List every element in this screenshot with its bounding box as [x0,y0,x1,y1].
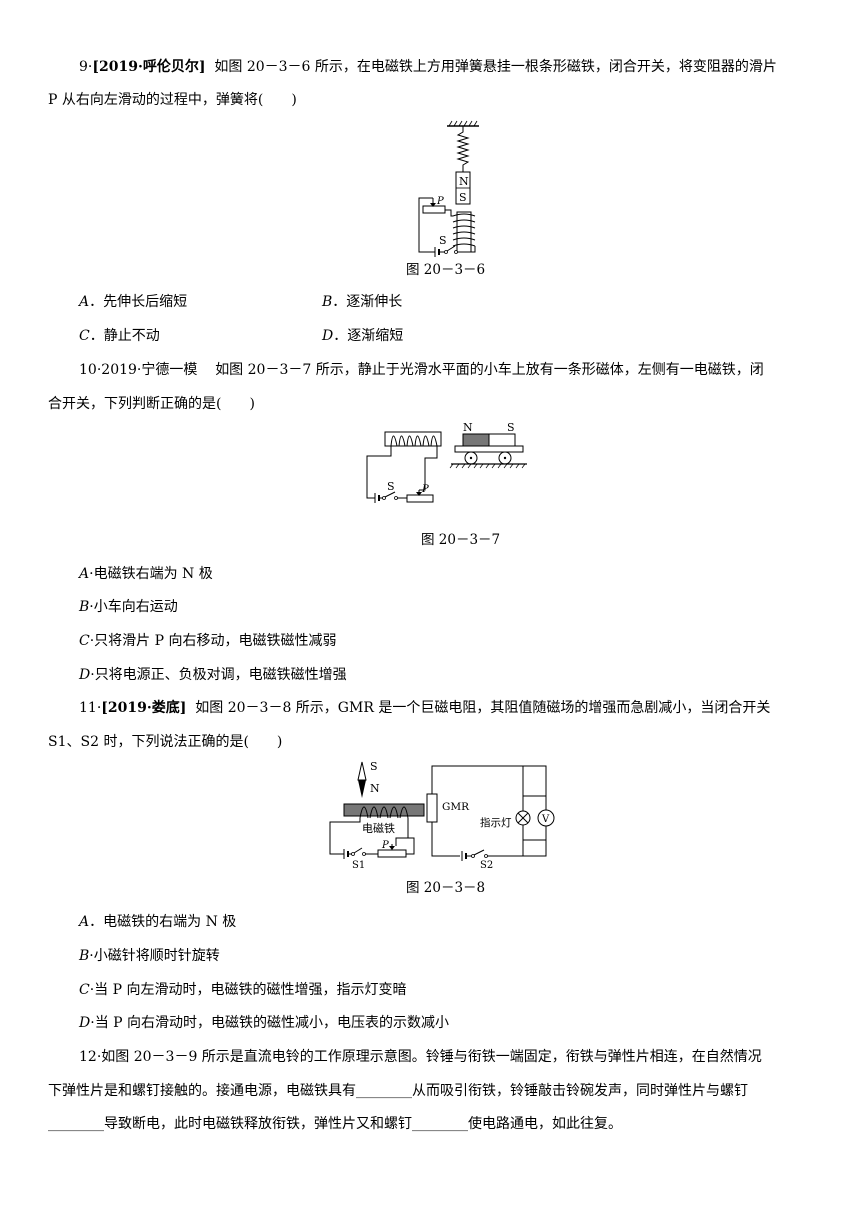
q11-number: 11 [79,700,97,716]
q10-option-b[interactable]: B·小车向右运动 [79,599,178,615]
q11-line1: 11·[2019·娄底] 如图 20－3－8 所示，GMR 是一个巨磁电阻，其阻… [79,700,771,716]
fig11-s2-label: S2 [480,860,493,870]
q10-number: 10 [79,362,97,378]
fig11-s1-label: S1 [352,860,365,870]
q10-line1: 10·2019·宁德一模 如图 20－3－7 所示，静止于光滑水平面的小车上放有… [79,362,764,378]
q12-text-1: 如图 20－3－9 所示是直流电铃的工作原理示意图。铃锤与衔铁一端固定，衔铁与弹… [101,1049,762,1065]
q12-number: 12 [79,1049,97,1065]
q9-number: 9 [79,59,88,75]
fig11-core-label: 电磁铁 [362,822,395,835]
figure-20-3-6: N S P S [418,120,479,257]
fig9-p-label: P [436,196,444,207]
q11-caption: 图 20－3－8 [406,880,486,896]
q10-option-d[interactable]: D·只将电源正、负极对调，电磁铁磁性增强 [79,667,347,683]
q10-line2: 合开关，下列判断正确的是( ) [48,396,255,412]
q9-option-d[interactable]: D．逐渐缩短 [322,328,404,344]
q9-line1: 9·[2019·呼伦贝尔] 如图 20－3－6 所示，在电磁铁上方用弹簧悬挂一根… [79,59,777,75]
q12-line3: ________导致断电，此时电磁铁释放衔铁，弹性片又和螺钉________使电… [48,1116,622,1132]
fig11-lamp-label: 指示灯 [480,816,512,829]
q11-source: [2019·娄底] [101,700,187,716]
q11-option-c[interactable]: C·当 P 向左滑动时，电磁铁的磁性增强，指示灯变暗 [79,982,407,998]
q10-caption: 图 20－3－7 [421,532,501,548]
fig11-p-label: P [381,840,389,851]
q11-line2: S1、S2 时，下列说法正确的是( ) [48,734,283,750]
q9-source: [2019·呼伦贝尔] [92,59,206,75]
q10-source: 2019·宁德一模 [101,362,198,378]
fig11-v-label: V [541,814,550,825]
q12-line1: 12·如图 20－3－9 所示是直流电铃的工作原理示意图。铃锤与衔铁一端固定，衔… [79,1049,762,1065]
fig9-switch-label: S [439,234,447,247]
fig10-s-label: S [507,421,515,434]
fig9-s-label: S [459,191,467,204]
q11-text-1: 如图 20－3－8 所示，GMR 是一个巨磁电阻，其阻值随磁场的增强而急剧减小，… [195,700,771,716]
q9-caption: 图 20－3－6 [406,262,486,278]
q12-line2: 下弹性片是和螺钉接触的。接通电源，电磁铁具有________从而吸引衔铁，铃锤敲… [48,1083,748,1099]
figure-20-3-7: S P N S [366,421,527,503]
q10-option-a[interactable]: A·电磁铁右端为 N 极 [79,566,213,582]
q10-option-c[interactable]: C·只将滑片 P 向右移动，电磁铁磁性减弱 [79,633,337,649]
q9-option-a[interactable]: A．先伸长后缩短 [79,294,188,310]
q9-option-c[interactable]: C．静止不动 [79,328,160,344]
fig10-n-label: N [463,421,473,434]
fig11-n-label: N [370,782,380,795]
q9-option-b[interactable]: B．逐渐伸长 [322,294,403,310]
q10-text-1: 如图 20－3－7 所示，静止于光滑水平面的小车上放有一条形磁体，左侧有一电磁铁… [215,362,764,378]
q9-line2: P 从右向左滑动的过程中，弹簧将( ) [48,92,297,108]
fig10-p-label: P [421,484,429,495]
fig9-n-label: N [459,175,469,188]
q9-text-1: 如图 20－3－6 所示，在电磁铁上方用弹簧悬挂一根条形磁铁，闭合开关，将变阻器… [214,59,777,75]
q11-option-d[interactable]: D·当 P 向右滑动时，电磁铁的磁性减小，电压表的示数减小 [79,1015,450,1031]
fig11-gmr-label: GMR [442,801,470,813]
fig11-s-label: S [370,760,378,773]
q11-option-b[interactable]: B·小磁针将顺时针旋转 [79,948,220,964]
figure-20-3-8: S N 电磁铁 S1 P GMR 指示灯 V S2 [329,760,555,870]
fig10-switch-label: S [387,480,395,493]
q11-option-a[interactable]: A．电磁铁的右端为 N 极 [79,914,237,930]
